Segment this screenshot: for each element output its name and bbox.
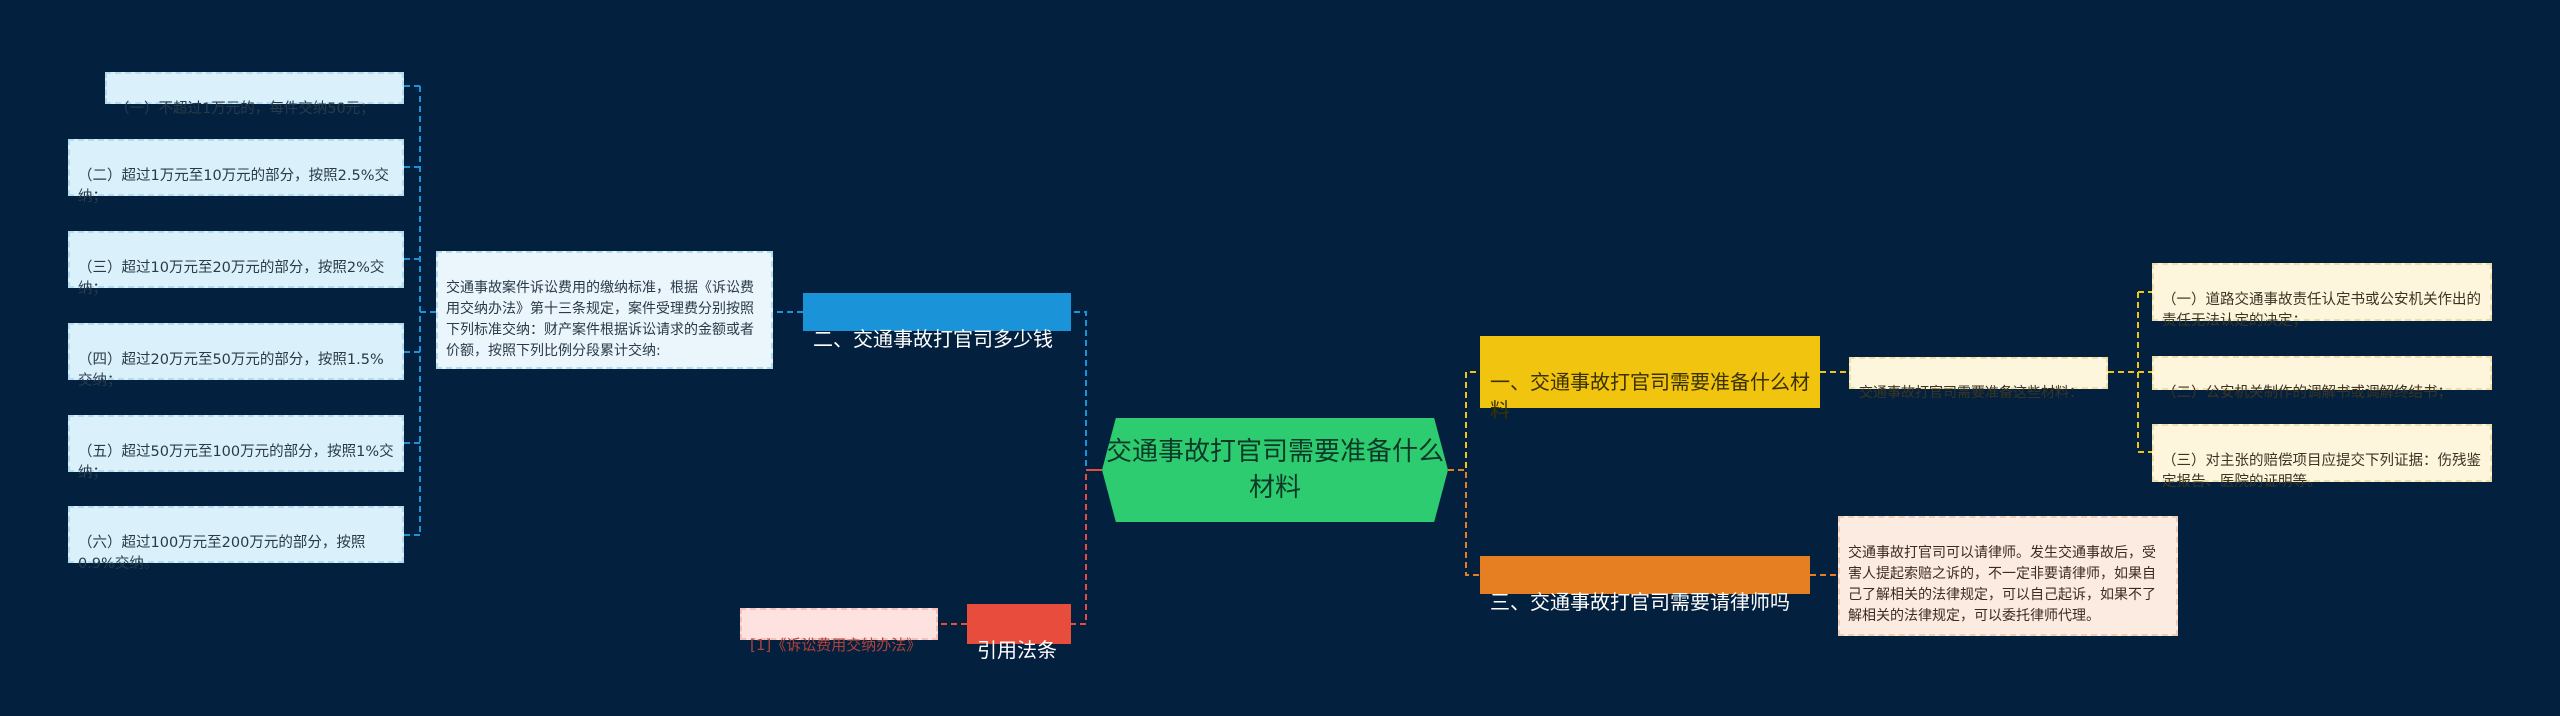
fee-item-text: （四）超过20万元至50万元的部分，按照1.5%交纳； [78,352,384,389]
material-item-3[interactable]: （三）对主张的赔偿项目应提交下列证据：伤残鉴定报告、医院的证明等。 [2152,424,2492,490]
fee-intro-text: 交通事故案件诉讼费用的缴纳标准，根据《诉讼费用交纳办法》第十三条规定，案件受理费… [446,280,754,359]
branch-materials[interactable]: 一、交通事故打官司需要准备什么材料 [1480,336,1820,422]
fee-intro-note[interactable]: 交通事故案件诉讼费用的缴纳标准，根据《诉讼费用交纳办法》第十三条规定，案件受理费… [436,251,773,369]
materials-intro[interactable]: 交通事故打官司需要准备这些材料： [1849,357,2108,401]
fee-item-1[interactable]: （一）不超过1万元的，每件交纳50元； [105,72,404,117]
law-reference-text: [1]《诉讼费用交纳办法》 [750,636,922,654]
fee-item-6[interactable]: （六）超过100万元至200万元的部分，按照0.9%交纳。 [68,506,404,572]
branch-fee[interactable]: 二、交通事故打官司多少钱 [803,293,1071,351]
fee-item-text: （六）超过100万元至200万元的部分，按照0.9%交纳。 [78,535,366,572]
branch-fee-label: 二、交通事故打官司多少钱 [813,327,1053,351]
fee-item-text: （一）不超过1万元的，每件交纳50元； [115,101,375,117]
fee-item-5[interactable]: （五）超过50万元至100万元的部分，按照1%交纳； [68,415,404,481]
material-item-text: （三）对主张的赔偿项目应提交下列证据：伤残鉴定报告、医院的证明等。 [2162,453,2481,490]
lawyer-note[interactable]: 交通事故打官司可以请律师。发生交通事故后，受害人提起索赔之诉的，不一定非要请律师… [1838,516,2178,636]
fee-item-text: （五）超过50万元至100万元的部分，按照1%交纳； [78,444,394,481]
fee-item-text: （二）超过1万元至10万元的部分，按照2.5%交纳； [78,168,390,205]
material-item-text: （一）道路交通事故责任认定书或公安机关作出的责任无法认定的决定； [2162,292,2481,329]
fee-item-text: （三）超过10万元至20万元的部分，按照2%交纳； [78,260,385,297]
law-reference[interactable]: [1]《诉讼费用交纳办法》 [740,608,938,654]
branch-law[interactable]: 引用法条 [967,604,1071,662]
central-topic-label: 交通事故打官司需要准备什么材料 [1105,437,1444,503]
branch-law-label: 引用法条 [977,638,1057,662]
materials-intro-text: 交通事故打官司需要准备这些材料： [1859,385,2083,401]
lawyer-note-text: 交通事故打官司可以请律师。发生交通事故后，受害人提起索赔之诉的，不一定非要请律师… [1848,545,2156,624]
central-topic[interactable]: 交通事故打官司需要准备什么材料 [1102,418,1448,522]
material-item-1[interactable]: （一）道路交通事故责任认定书或公安机关作出的责任无法认定的决定； [2152,263,2492,329]
fee-item-4[interactable]: （四）超过20万元至50万元的部分，按照1.5%交纳； [68,323,404,389]
material-item-text: （二）公安机关制作的调解书或调解终结书； [2162,385,2452,401]
fee-item-3[interactable]: （三）超过10万元至20万元的部分，按照2%交纳； [68,231,404,297]
branch-lawyer[interactable]: 三、交通事故打官司需要请律师吗 [1480,556,1810,614]
fee-item-2[interactable]: （二）超过1万元至10万元的部分，按照2.5%交纳； [68,139,404,205]
branch-lawyer-label: 三、交通事故打官司需要请律师吗 [1490,590,1790,614]
material-item-2[interactable]: （二）公安机关制作的调解书或调解终结书； [2152,356,2492,401]
branch-materials-label: 一、交通事故打官司需要准备什么材料 [1490,370,1810,422]
